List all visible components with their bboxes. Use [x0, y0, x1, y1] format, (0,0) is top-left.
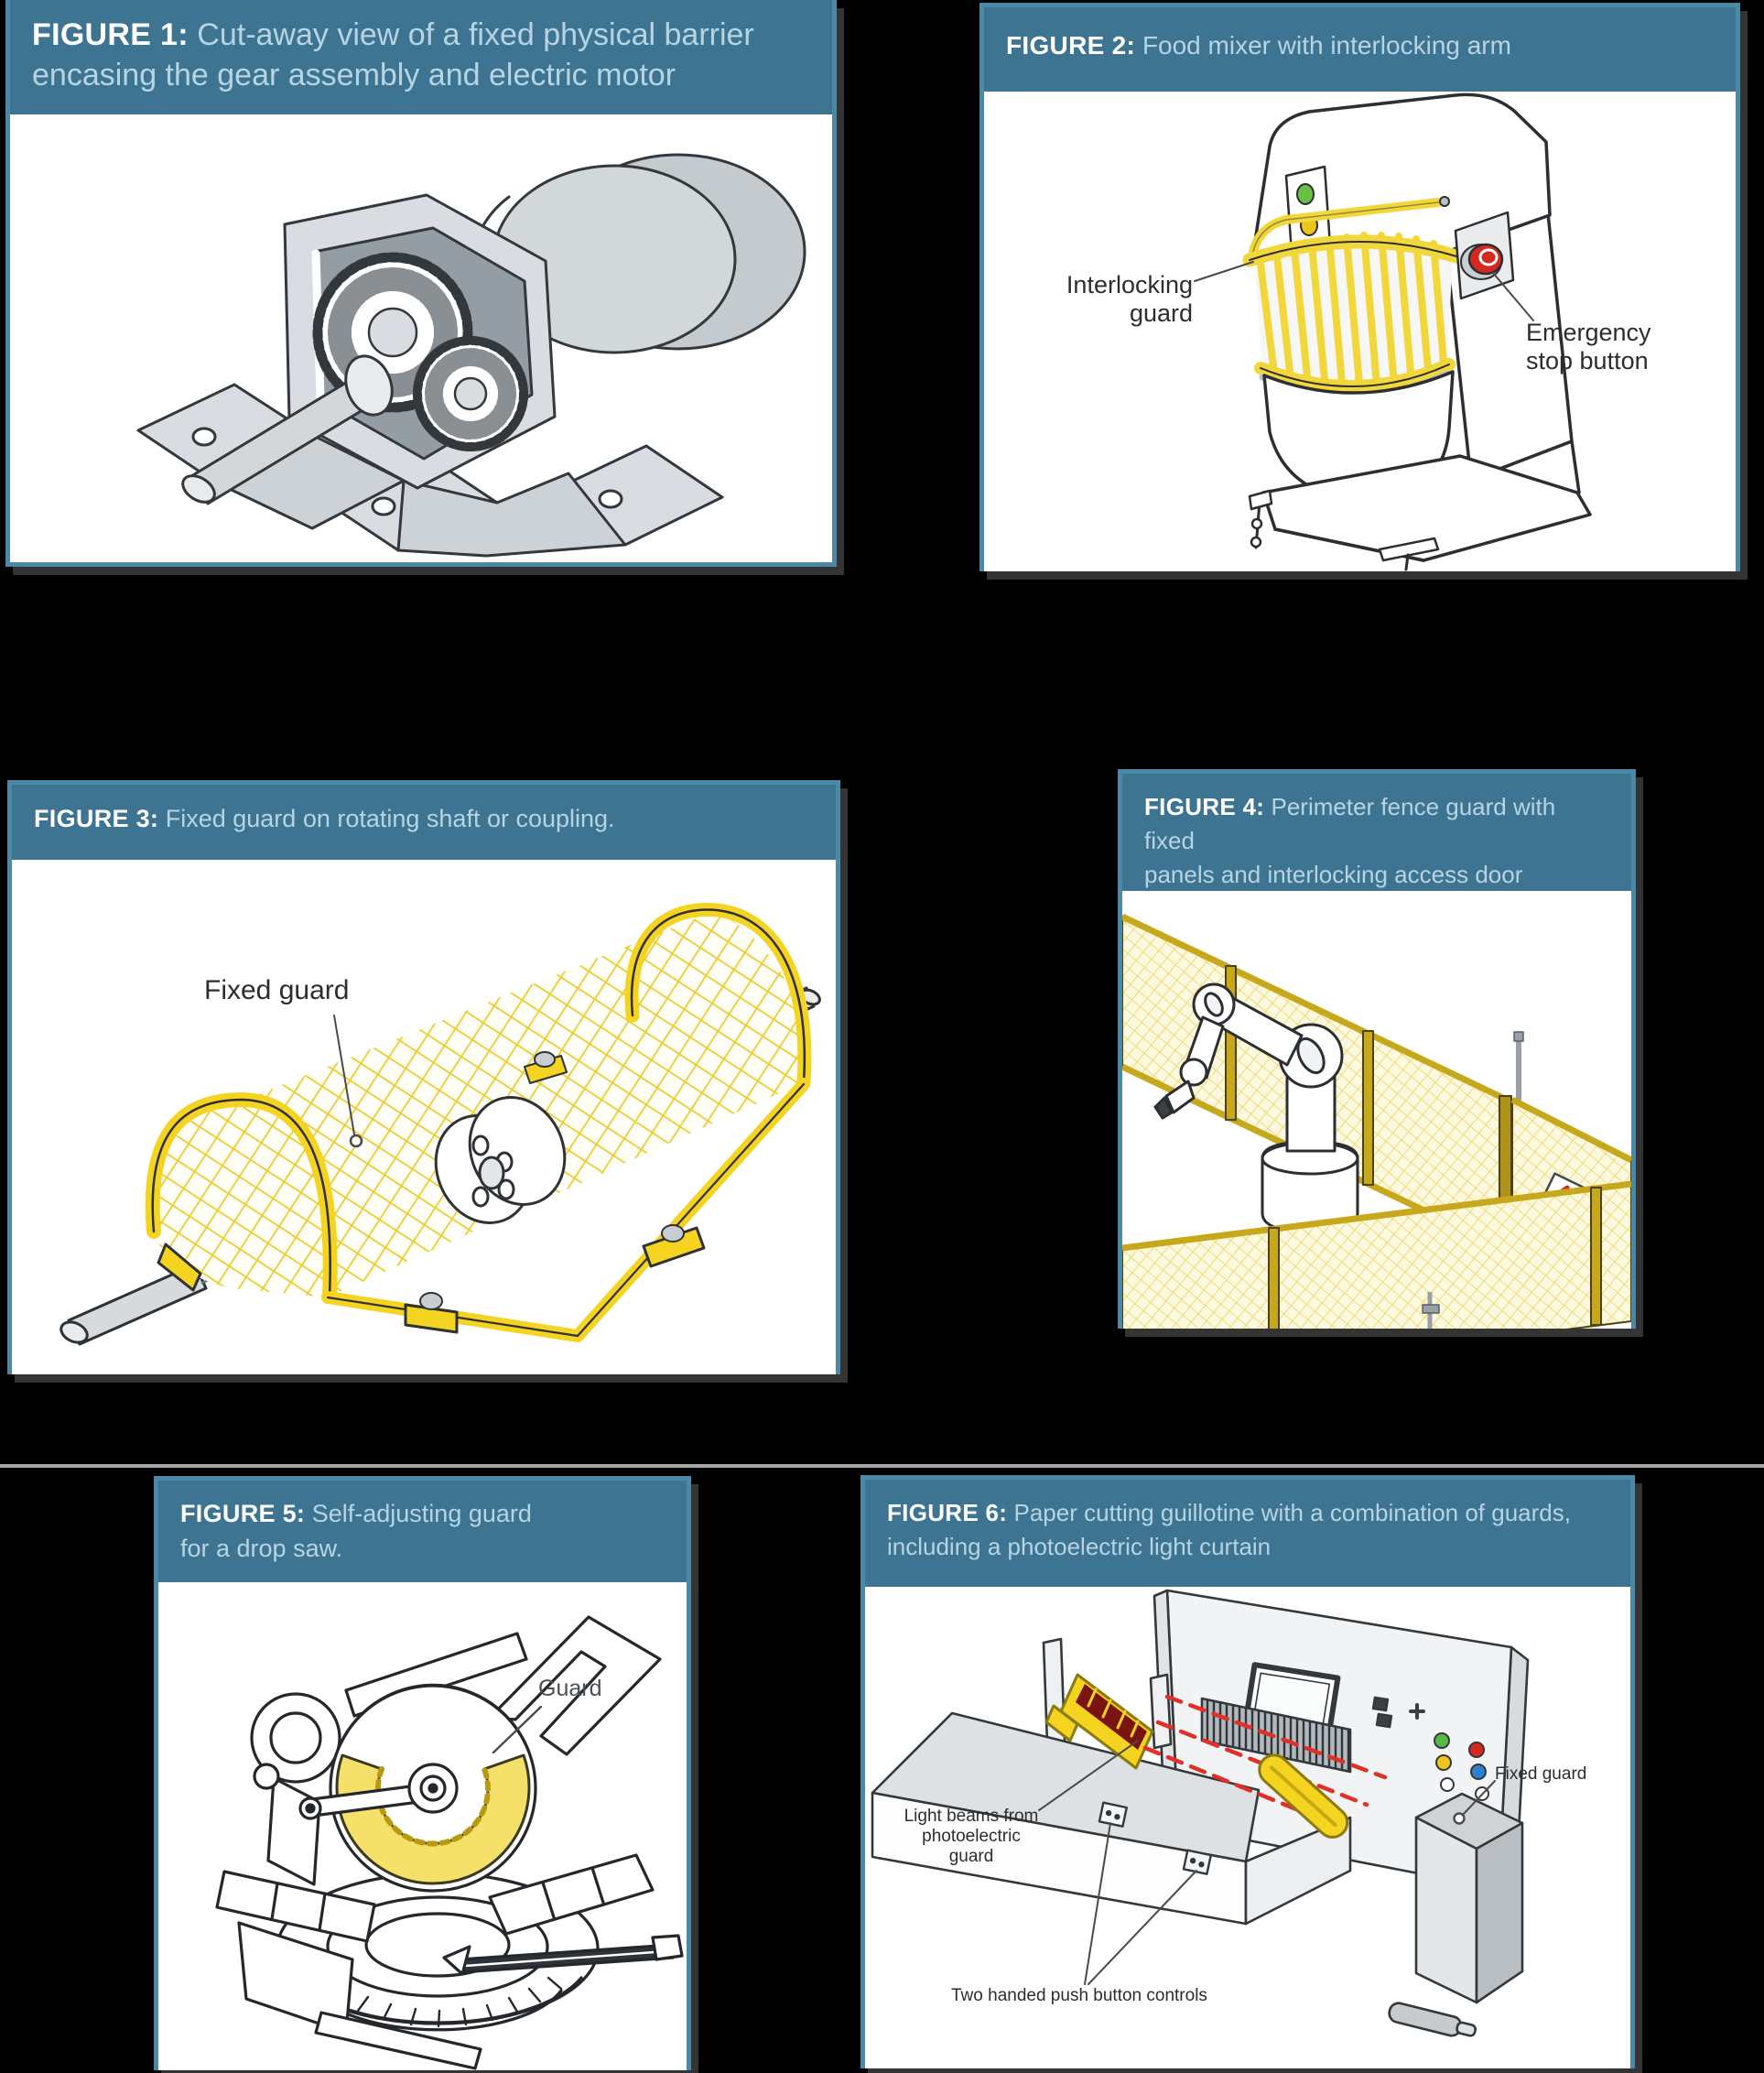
figure-6-header: FIGURE 6: Paper cutting guillotine with … — [865, 1480, 1630, 1587]
output-shaft — [181, 354, 394, 505]
mixer-base — [1248, 440, 1592, 571]
shaft-coupling — [434, 1096, 567, 1224]
annotation-guard: Guard — [538, 1676, 602, 1701]
leader-line — [492, 1705, 543, 1754]
figure-2-header: FIGURE 2: Food mixer with interlocking a… — [984, 7, 1736, 92]
figure-6-label: FIGURE 6: — [887, 1499, 1008, 1526]
light-curtain-emitter — [1044, 1673, 1154, 1770]
annotation-interlocking-guard: Interlocking guard — [1066, 271, 1193, 328]
control-buttons — [1371, 1696, 1489, 1801]
paper-guillotine-illustration — [871, 1589, 1530, 2037]
figure-4-panel: FIGURE 4: Perimeter fence guard with fix… — [1118, 769, 1636, 1329]
annotation-fixed-guard-6: Fixed guard — [1495, 1764, 1587, 1784]
figure-4-header: FIGURE 4: Perimeter fence guard with fix… — [1122, 774, 1631, 891]
annotation-emergency-stop: Emergency stop button — [1526, 319, 1651, 375]
figure-1-label: FIGURE 1: — [32, 17, 189, 52]
guillotine-blade-area — [1200, 1697, 1352, 1774]
figure-2-caption: Food mixer with interlocking arm — [1142, 31, 1511, 60]
leader-lines — [1038, 1740, 1496, 1985]
side-lever — [1388, 2002, 1477, 2037]
figure-1-panel: FIGURE 1: Cut-away view of a fixed physi… — [5, 0, 837, 567]
annotation-two-handed-controls: Two handed push button controls — [951, 1986, 1207, 2005]
guard-mesh — [151, 910, 805, 1297]
figure-2-label: FIGURE 2: — [1006, 31, 1136, 60]
saw-motor — [250, 1692, 341, 1886]
saw-base — [237, 1921, 482, 2070]
blade-hub — [298, 1763, 459, 1820]
leader-line — [333, 1015, 363, 1148]
saw-fence — [215, 1853, 655, 1943]
figure-3-panel: FIGURE 3: Fixed guard on rotating shaft … — [7, 780, 840, 1374]
food-mixer-illustration — [1194, 92, 1592, 571]
figure-5-label: FIGURE 5: — [180, 1500, 306, 1527]
page-break-line — [0, 1464, 1764, 1468]
mounting-base — [136, 383, 724, 558]
leader-lines — [1194, 261, 1534, 321]
green-indicator-light — [1296, 183, 1315, 205]
figure-6-panel: FIGURE 6: Paper cutting guillotine with … — [860, 1475, 1635, 2068]
gearbox-cutaway-illustration — [136, 153, 806, 558]
figure-3-header: FIGURE 3: Fixed guard on rotating shaft … — [12, 785, 836, 860]
center-gauge-plate — [1149, 1673, 1173, 1750]
emergency-stop-button — [1454, 211, 1515, 300]
annotation-light-beams: Light beams from photoelectric guard — [904, 1807, 1039, 1867]
figure-3-caption: Fixed guard on rotating shaft or couplin… — [165, 805, 615, 832]
fixed-guard-box — [1414, 1792, 1524, 2004]
fixed-guard-shaft-illustration — [60, 903, 821, 1346]
electric-motor — [471, 153, 806, 354]
figure-5-header: FIGURE 5: Self-adjusting guard for a dro… — [158, 1481, 687, 1582]
perimeter-fence-illustration — [1122, 913, 1631, 1329]
fence-front-panels — [1122, 1180, 1631, 1329]
figure-4-caption: Perimeter fence guard with fixed panels … — [1144, 793, 1556, 888]
figure-1-caption: Cut-away view of a fixed physical barrie… — [32, 17, 754, 93]
interlocking-cage-guard — [1242, 232, 1464, 399]
drop-saw-illustration — [215, 1615, 684, 2070]
guard-frame — [145, 903, 812, 1342]
annotation-fixed-guard: Fixed guard — [204, 975, 350, 1005]
clamp-rod — [442, 1934, 684, 1976]
figure-5-panel: FIGURE 5: Self-adjusting guard for a dro… — [154, 1476, 691, 2070]
figure-2-panel: FIGURE 2: Food mixer with interlocking a… — [979, 3, 1740, 571]
robot-arm — [1153, 982, 1359, 1233]
figure-3-label: FIGURE 3: — [34, 805, 159, 832]
light-curtain-receiver — [1258, 1753, 1349, 1839]
interlocking-arm — [1248, 196, 1450, 261]
figure-6-caption: Paper cutting guillotine with a combinat… — [887, 1499, 1571, 1560]
figure-1-header: FIGURE 1: Cut-away view of a fixed physi… — [10, 0, 832, 114]
figure-4-label: FIGURE 4: — [1144, 793, 1265, 820]
figure-5-caption: Self-adjusting guard for a drop saw. — [180, 1500, 532, 1562]
cutting-table — [871, 1711, 1352, 1926]
